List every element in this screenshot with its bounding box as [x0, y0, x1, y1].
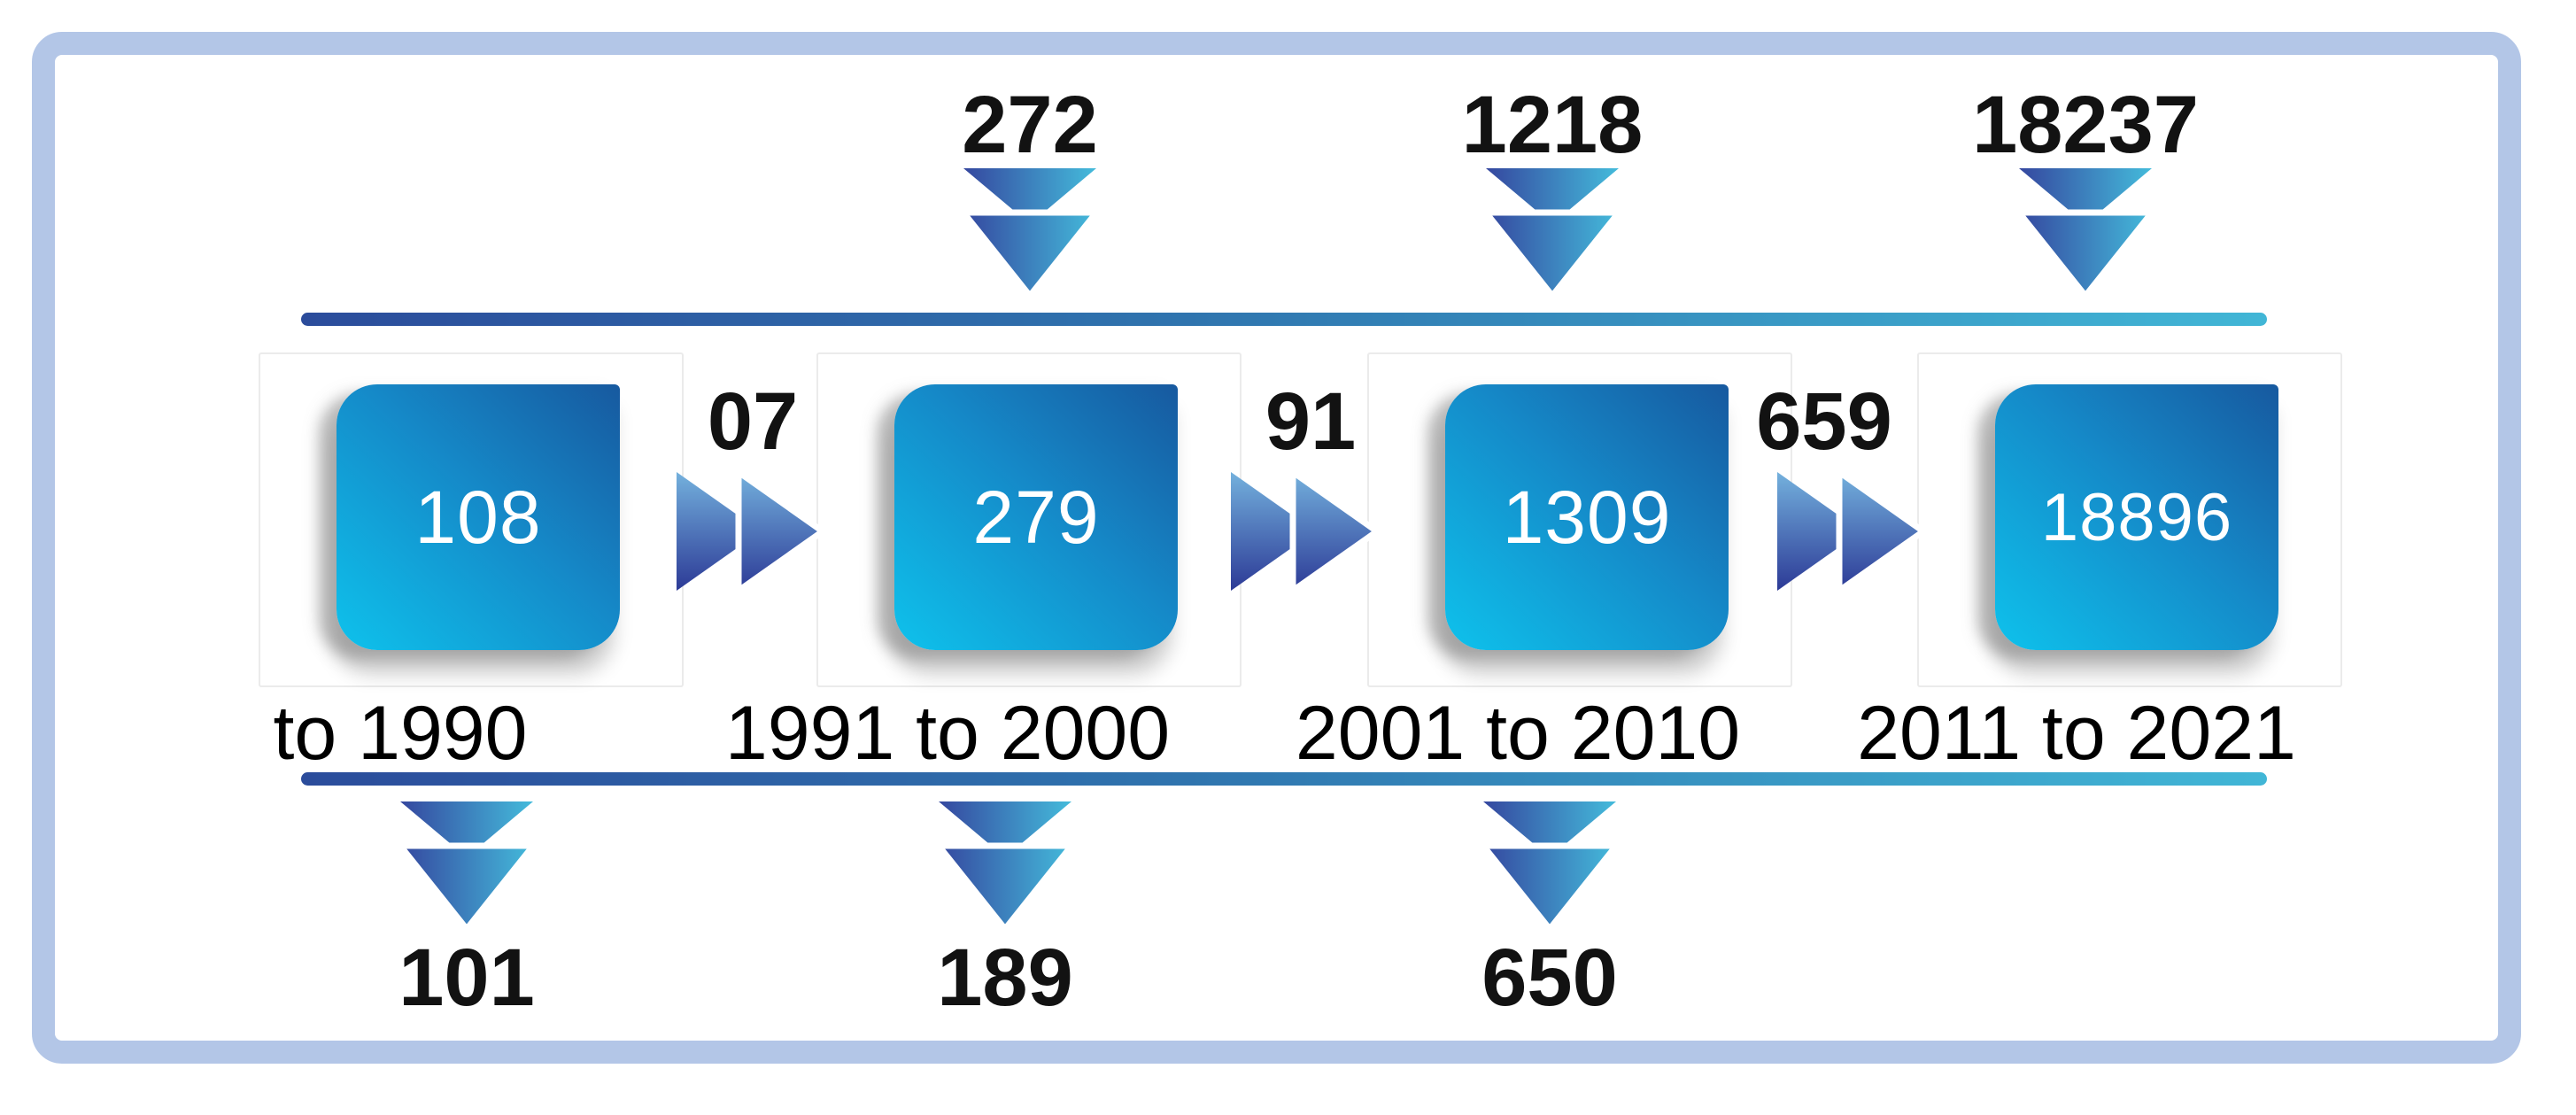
period-label: to 1990	[273, 691, 528, 776]
period-box-value: 279	[972, 475, 1100, 559]
between-count: 91	[1265, 376, 1357, 467]
down-arrow-icon	[2015, 166, 2156, 299]
period-box: 1309	[1445, 384, 1729, 650]
fast-forward-icon	[1229, 465, 1380, 598]
top-count: 18237	[1972, 80, 2199, 170]
down-arrow-icon	[959, 166, 1101, 299]
period-box-value: 1309	[1502, 475, 1672, 559]
down-arrow-icon	[1479, 800, 1621, 933]
top-connector-line	[301, 313, 2267, 326]
down-arrow-icon	[1481, 166, 1623, 299]
between-count: 659	[1756, 376, 1892, 467]
period-card: 108	[259, 352, 684, 687]
fast-forward-icon	[1775, 465, 1926, 598]
bottom-count: 650	[1481, 933, 1618, 1023]
period-box-value: 18896	[2040, 479, 2233, 555]
fast-forward-icon	[675, 465, 825, 598]
period-box-value: 108	[414, 475, 542, 559]
period-box: 108	[337, 384, 620, 650]
period-box: 279	[894, 384, 1178, 650]
down-arrow-icon	[396, 800, 538, 933]
period-label: 1991 to 2000	[724, 691, 1171, 776]
bottom-count: 189	[937, 933, 1073, 1023]
outer-frame	[32, 32, 2521, 1064]
period-card: 18896	[1917, 352, 2342, 687]
period-card: 1309	[1367, 352, 1792, 687]
bottom-connector-line	[301, 772, 2267, 786]
top-count: 272	[962, 80, 1098, 170]
period-label: 2001 to 2010	[1295, 691, 1741, 776]
bottom-count: 101	[398, 933, 535, 1023]
period-box: 18896	[1995, 384, 2278, 650]
top-count: 1218	[1461, 80, 1644, 170]
period-label: 2011 to 2021	[1857, 691, 2296, 776]
period-card: 279	[816, 352, 1242, 687]
down-arrow-icon	[934, 800, 1076, 933]
between-count: 07	[707, 376, 799, 467]
